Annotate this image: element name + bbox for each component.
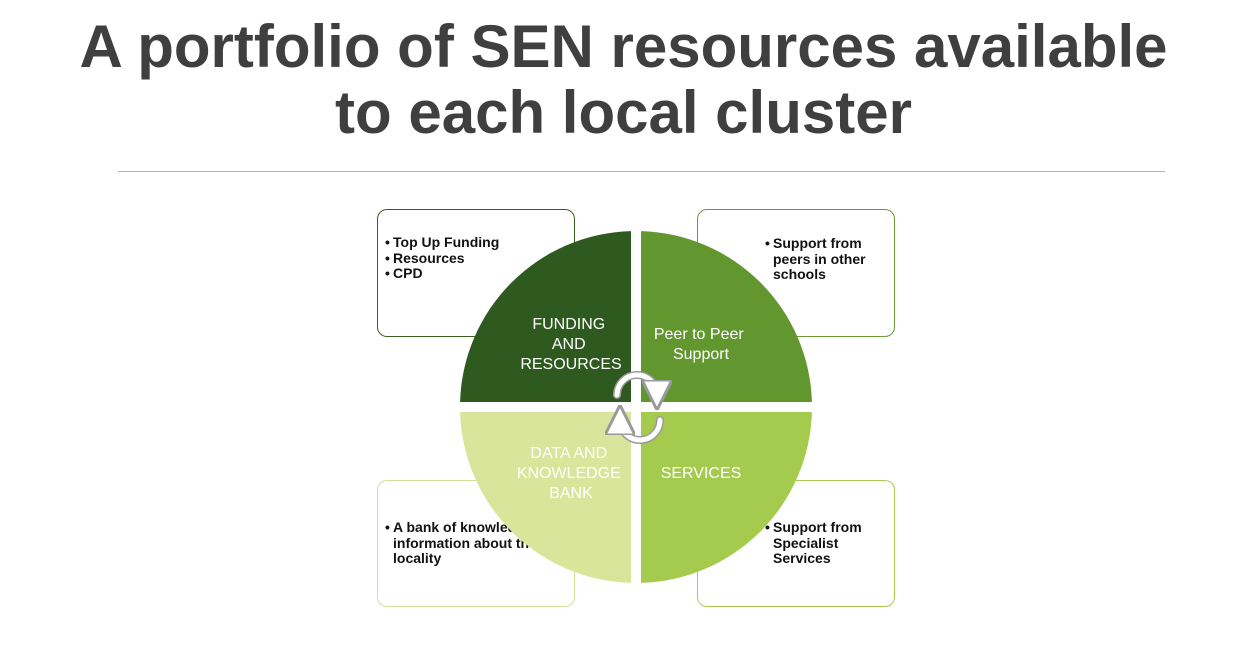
slide-title: A portfolio of SEN resources available t… [0, 14, 1247, 146]
callout-item: CPD [385, 265, 574, 282]
quadrant-peer-to-peer-support [641, 231, 812, 402]
quadrant-label-funding: FUNDING AND RESOURCES [520, 316, 621, 373]
quadrant-label-data-bank: DATA AND KNOWLEDGE BANK [517, 445, 625, 502]
slide-title-line-1: A portfolio of SEN resources available [79, 13, 1168, 80]
quadrant-data-and-knowledge-bank [460, 412, 631, 583]
slide-title-line-2: to each local cluster [335, 79, 912, 146]
callout-item: Top Up Funding [385, 234, 574, 251]
callout-item: Resources [385, 250, 574, 267]
callout-item: Support from Specialist Services [765, 519, 884, 567]
callout-item: Support from peers in other schools [765, 235, 884, 283]
title-divider [118, 171, 1165, 172]
circular-arrows-icon [617, 371, 660, 444]
quadrant-label-services: SERVICES [661, 465, 742, 482]
quadrant-services [641, 412, 812, 583]
quadrant-funding-and-resources [460, 231, 631, 402]
quadrant-label-peer-support: Peer to Peer Support [654, 326, 748, 363]
